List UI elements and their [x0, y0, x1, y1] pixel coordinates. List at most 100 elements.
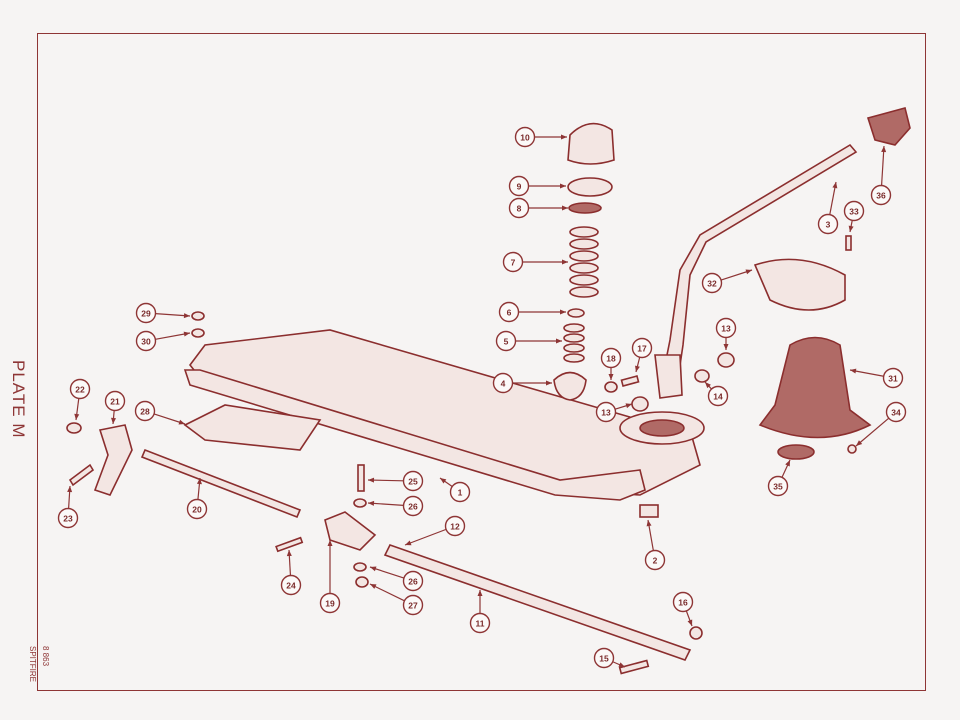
- callout-circle: [600, 347, 622, 369]
- callout-number: 24: [286, 581, 296, 591]
- arrowhead: [561, 134, 567, 140]
- arrowhead: [560, 309, 566, 315]
- arrowhead: [560, 183, 566, 189]
- callout-circle: [508, 175, 530, 197]
- callout-number: 29: [141, 309, 151, 319]
- callout-number: 18: [606, 354, 616, 364]
- callout-10: 10: [514, 126, 567, 148]
- part-boot: [758, 336, 872, 439]
- callout-circle: [402, 470, 424, 492]
- arrowhead: [67, 486, 73, 493]
- callout-number: 27: [408, 601, 418, 611]
- arrowhead: [635, 365, 640, 372]
- callout-number: 22: [75, 385, 85, 395]
- callout-28: 28: [134, 400, 186, 425]
- callout-circle: [402, 495, 424, 517]
- arrowhead: [477, 590, 483, 596]
- callout-number: 10: [520, 133, 530, 143]
- arrowhead: [850, 368, 857, 374]
- callout-number: 16: [678, 598, 688, 608]
- arrowhead: [848, 225, 854, 232]
- callout-6: 6: [498, 301, 566, 323]
- callout-circle: [644, 549, 666, 571]
- part-seat: [553, 371, 587, 401]
- leader-line: [404, 528, 447, 546]
- callout-circle: [492, 372, 514, 394]
- callout-circle: [870, 184, 892, 206]
- callout-24: 24: [280, 549, 302, 596]
- callout-19: 19: [319, 540, 341, 614]
- callout-circle: [843, 200, 865, 222]
- callout-12: 12: [404, 515, 466, 546]
- part-cap: [567, 122, 615, 165]
- arrowhead: [562, 259, 568, 265]
- callout-labels: 1098765418171313143333632313435293022212…: [57, 126, 907, 669]
- callout-number: 28: [140, 407, 150, 417]
- callout-15: 15: [593, 647, 626, 669]
- arrowhead: [111, 417, 117, 424]
- callout-number: 25: [408, 477, 418, 487]
- callout-number: 4: [501, 379, 506, 389]
- callout-21: 21: [104, 390, 126, 425]
- leader-line: [369, 583, 405, 602]
- callout-number: 36: [876, 191, 886, 201]
- part-selector-rod: [140, 448, 302, 519]
- callout-1: 1: [439, 477, 471, 503]
- callout-26: 26: [369, 566, 424, 592]
- callout-25: 25: [367, 470, 424, 492]
- arrowhead: [183, 313, 190, 319]
- callout-number: 23: [63, 514, 73, 524]
- callout-circle: [701, 272, 723, 294]
- callout-circle: [134, 400, 156, 422]
- callout-circle: [135, 302, 157, 324]
- part-fork: [324, 511, 377, 551]
- arrowhead: [546, 380, 552, 386]
- callout-4: 4: [492, 372, 552, 394]
- callout-number: 3: [826, 220, 831, 230]
- arrowhead: [745, 269, 752, 275]
- callout-circle: [319, 592, 341, 614]
- callout-32: 32: [701, 269, 753, 294]
- callout-33: 33: [843, 200, 865, 233]
- callout-number: 14: [713, 392, 723, 402]
- arrowhead: [370, 566, 377, 572]
- callout-circle: [444, 515, 466, 537]
- callout-number: 30: [141, 337, 151, 347]
- callout-number: 19: [325, 599, 335, 609]
- callout-13: 13: [595, 401, 633, 423]
- callout-number: 26: [408, 577, 418, 587]
- callout-number: 7: [511, 258, 516, 268]
- callout-29: 29: [135, 302, 191, 324]
- arrowhead: [618, 662, 625, 667]
- arrowhead: [646, 520, 652, 527]
- callout-circle: [449, 481, 471, 503]
- callout-number: 12: [450, 522, 460, 532]
- callout-number: 13: [601, 408, 611, 418]
- callout-number: 11: [476, 619, 485, 629]
- callout-number: 31: [888, 374, 898, 384]
- callout-circle: [186, 498, 208, 520]
- arrowhead: [327, 540, 333, 546]
- model-name: SPITFIRE: [28, 646, 37, 683]
- arrowhead: [286, 550, 292, 557]
- arrowhead: [183, 331, 190, 337]
- callout-23: 23: [57, 485, 79, 529]
- callout-circle: [672, 591, 694, 613]
- callout-circle: [885, 401, 907, 423]
- part-gasket: [183, 404, 322, 451]
- callout-circle: [402, 570, 424, 592]
- arrowhead: [723, 344, 729, 350]
- callout-circle: [595, 401, 617, 423]
- callout-number: 34: [891, 408, 901, 418]
- arrowhead: [196, 478, 202, 485]
- callout-circle: [593, 647, 615, 669]
- callout-number: 13: [721, 324, 731, 334]
- callout-16: 16: [672, 591, 694, 627]
- callout-circle: [715, 317, 737, 339]
- part-small-spring: [563, 323, 585, 363]
- callout-17: 17: [631, 337, 653, 373]
- callout-14: 14: [704, 381, 729, 407]
- callout-26: 26: [367, 495, 424, 517]
- arrowhead: [405, 540, 412, 546]
